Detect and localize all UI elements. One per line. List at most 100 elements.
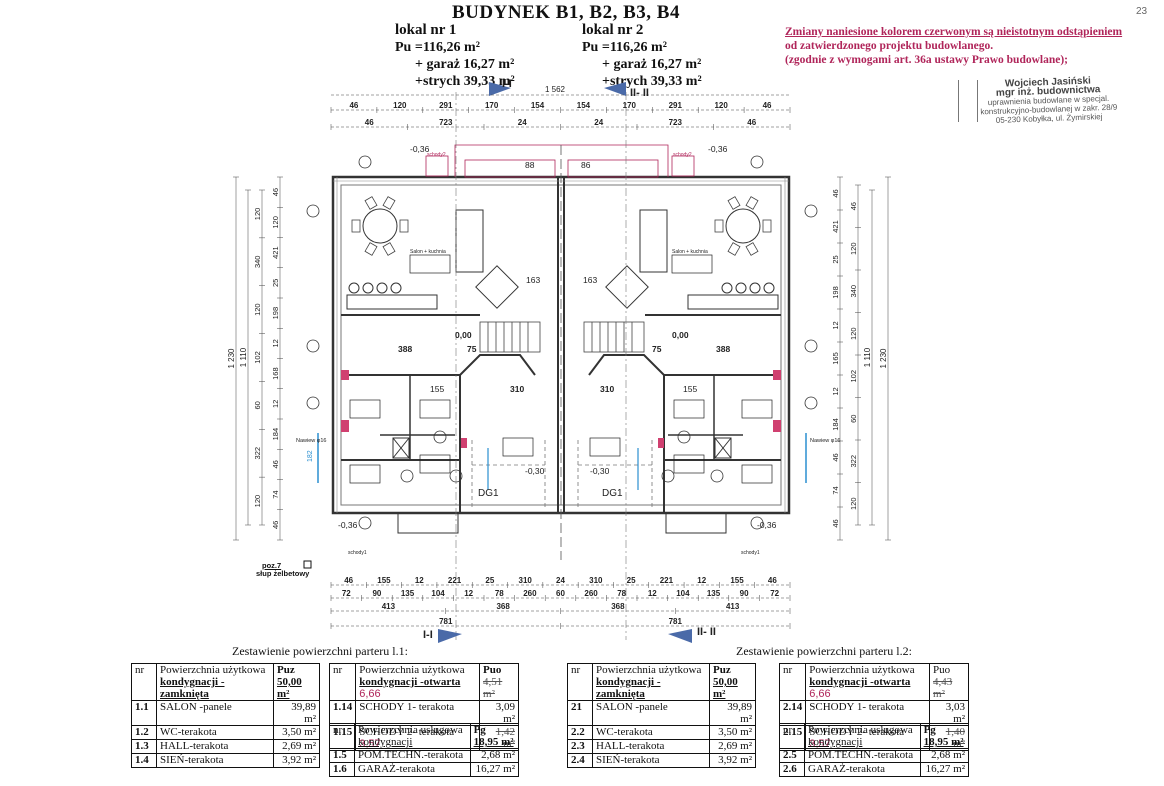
row-nr: 2.5 <box>779 748 805 763</box>
header-name-line2: kondygnacji -otwarta <box>809 676 911 688</box>
dimension-label: 421 <box>271 246 280 259</box>
section-label-3: I-I <box>423 629 433 641</box>
dimension-label: 46 <box>365 118 374 127</box>
floor-plan: 4612029117015415417029112046467232424723… <box>227 78 891 643</box>
header-name-line2: kondygnacji -zamknięta <box>596 676 661 700</box>
dimension-label: 12 <box>271 400 280 408</box>
section-arrow-3 <box>438 629 462 643</box>
unit-1-pu: Pu =116,26 m² <box>395 40 480 55</box>
dimension-label: 46 <box>763 101 772 110</box>
header-name-line1: Powierzchnia użytkowa <box>809 664 915 676</box>
dimension-label: 46 <box>831 453 840 461</box>
header-value-line2: 4,43 m² <box>933 676 953 700</box>
section-arrow-4 <box>668 629 692 643</box>
dimension-label: 12 <box>697 576 706 585</box>
header-name-line2: kondygnacji <box>358 736 413 748</box>
dimension-label: 46 <box>344 576 353 585</box>
row-nr: 2.14 <box>778 700 807 726</box>
row-nr: 2.2 <box>567 725 593 740</box>
dimension-label: 781 <box>439 617 453 626</box>
row-name: GARAŻ-terakota <box>804 762 921 777</box>
dimension-label: 165 <box>831 352 840 365</box>
dim-label: 75 <box>467 344 477 354</box>
row-value: 39,89 m² <box>708 700 757 726</box>
unit-2-summary: lokal nr 2 Pu =116,26 m² + garaż 16,27 m… <box>582 22 702 90</box>
unit-2-garage: + garaż 16,27 m² <box>602 57 702 72</box>
changes-note: Zmiany naniesione kolorem czerwonym są n… <box>785 25 1122 67</box>
dimension-label: 46 <box>271 521 280 529</box>
header-value-line1: Pg <box>923 724 936 736</box>
dimension-label: 154 <box>531 101 545 110</box>
header-name-line1: Powierzchnia usługowa <box>808 724 913 736</box>
unit-2-attic: +strych 39,33 m² <box>602 74 702 89</box>
row-nr: 1.2 <box>131 725 157 740</box>
section-arrow-1 <box>489 82 511 96</box>
dimension-label: 90 <box>740 589 749 598</box>
header-name-line2: kondygnacji -otwarta <box>359 676 461 688</box>
row-nr: 2.3 <box>567 739 593 754</box>
dimension-label: 1 230 <box>227 348 236 369</box>
dim-label: 163 <box>583 275 597 285</box>
dimension-label: 221 <box>448 576 462 585</box>
dimension-label: 46 <box>271 460 280 468</box>
header-nr: nr <box>567 663 593 701</box>
dimension-label: 310 <box>519 576 533 585</box>
dimension-label: 102 <box>849 370 858 383</box>
dim-label: 88 <box>525 160 535 170</box>
garage-door-label: DG1 <box>602 488 623 499</box>
row-value: 3,92 m² <box>272 753 321 768</box>
dimension-label: 260 <box>584 589 598 598</box>
dimension-label: 310 <box>589 576 603 585</box>
page-number: 23 <box>1136 6 1148 17</box>
column-note: poz.7 słup żelbetowy <box>256 562 309 578</box>
stair-label: schody2 <box>673 152 692 158</box>
dimension-label: 102 <box>253 351 262 364</box>
row-name: SIEŃ-terakota <box>156 753 274 768</box>
header-name-line1: Powierzchnia użytkowa <box>160 664 266 676</box>
row-value: 3,92 m² <box>708 753 757 768</box>
header-nr: nr <box>131 663 157 701</box>
header-value-line2: 4,51 m² <box>483 676 503 700</box>
header-value-line1: Pg <box>473 724 486 736</box>
note-line-2: od zatwierdzonego projektu budowlanego. <box>785 40 994 52</box>
row-value: 16,27 m² <box>919 762 970 777</box>
dimension-label: 135 <box>401 589 415 598</box>
row-value: 16,27 m² <box>469 762 520 777</box>
section-label-4: II- II <box>697 626 716 638</box>
vent-dim: 182 <box>307 450 314 462</box>
level-label: -0,36 <box>410 144 430 154</box>
row-name: SIEŃ-terakota <box>592 753 710 768</box>
dimension-label: 413 <box>382 602 396 611</box>
row-nr: 2.4 <box>567 753 593 768</box>
column-note-pos: poz.7 <box>262 561 282 570</box>
dimension-label: 74 <box>271 490 280 498</box>
header-name-line1: Powierzchnia usługowa <box>358 724 463 736</box>
section-label-2: II- II <box>630 87 649 99</box>
dimension-label: 154 <box>577 101 591 110</box>
dimension-label: 135 <box>707 589 721 598</box>
dimension-label: 78 <box>617 589 626 598</box>
dimension-label: 168 <box>271 367 280 380</box>
note-line-3: (zgodnie z wymogami art. 36a ustawy Praw… <box>785 54 1069 66</box>
header-nr: nr <box>329 723 355 749</box>
row-name: SALON -panele <box>156 700 274 726</box>
dimension-label: 368 <box>496 602 510 611</box>
